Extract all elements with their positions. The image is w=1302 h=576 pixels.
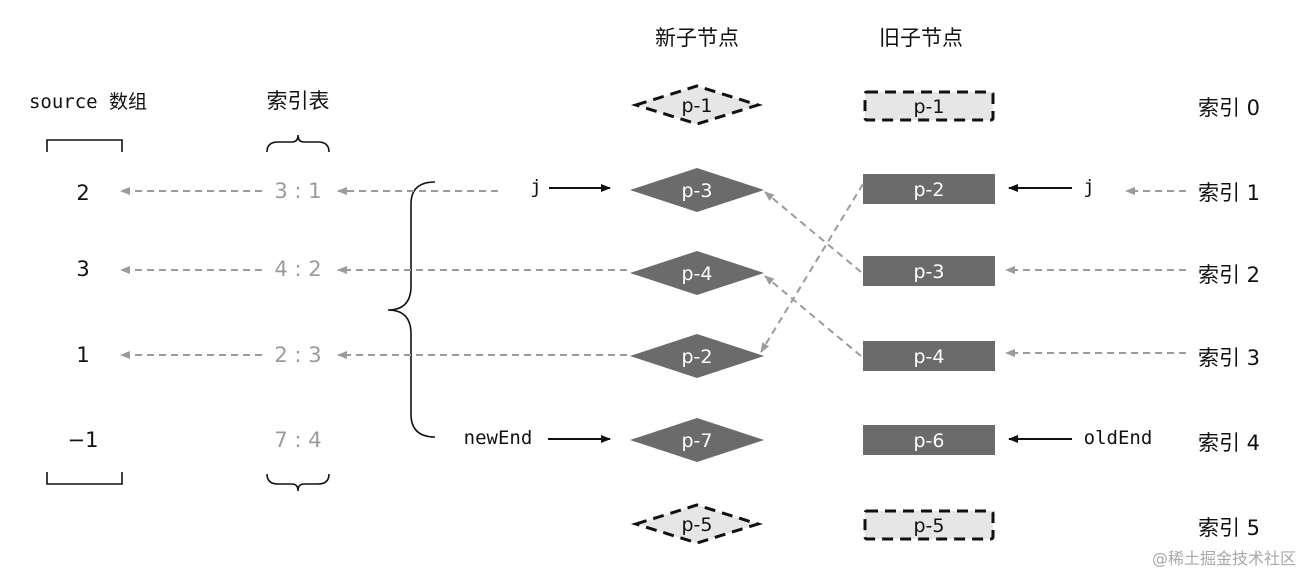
- arrow-old-p4-to-new-p4: [764, 275, 862, 357]
- new-node-p1: p-1: [630, 84, 764, 126]
- key-index-entry: 4 : 2: [274, 257, 321, 281]
- old-node-p2: p-2: [863, 174, 995, 204]
- old-node-label: p-3: [913, 261, 944, 283]
- index-label: 索引 3: [1198, 346, 1260, 370]
- source-array-bracket: [46, 139, 123, 485]
- header-source-array-text: source 数组: [29, 91, 147, 113]
- old-node-label: p-5: [913, 515, 944, 537]
- header-source-array: source 数组: [29, 91, 147, 113]
- source-value: 1: [76, 343, 89, 367]
- header-key-index: 索引表: [267, 89, 330, 113]
- old-node-p4: p-4: [863, 341, 995, 371]
- new-node-label: p-2: [681, 346, 712, 368]
- index-label: 索引 1: [1198, 181, 1260, 205]
- old-node-p1: p-1: [863, 90, 995, 122]
- index-label: 索引 4: [1198, 431, 1260, 455]
- source-value: 2: [76, 181, 89, 205]
- header-new-children: 新子节点: [655, 26, 739, 50]
- old-node-label: p-4: [913, 346, 944, 368]
- new-node-label: p-5: [681, 514, 712, 536]
- arrow-old-p2-to-new-p2: [760, 183, 864, 353]
- index-label: 索引 2: [1198, 263, 1260, 287]
- arrow-old-p3-to-new-p3: [764, 191, 862, 273]
- new-node-label: p-1: [681, 95, 712, 117]
- source-value: −1: [68, 428, 99, 452]
- old-node-label: p-1: [913, 96, 944, 118]
- old-node-label: p-6: [913, 430, 944, 452]
- index-label: 索引 5: [1198, 516, 1260, 540]
- index-label: 索引 0: [1198, 96, 1260, 120]
- pointer-j-old: j: [1083, 176, 1094, 198]
- key-index-entry: 2 : 3: [274, 343, 321, 367]
- old-node-p6: p-6: [863, 425, 995, 455]
- pointer-j-new: j: [530, 176, 541, 198]
- new-node-p3: p-3: [630, 168, 764, 212]
- new-node-p7: p-7: [630, 418, 764, 462]
- key-index-entry: 7 : 4: [274, 428, 321, 452]
- header-old-children: 旧子节点: [879, 26, 963, 50]
- new-node-p4: p-4: [630, 251, 764, 295]
- new-node-label: p-7: [681, 430, 712, 452]
- source-value: 3: [76, 257, 89, 281]
- key-index-entry: 3 : 1: [274, 179, 321, 203]
- new-node-p5: p-5: [630, 503, 764, 545]
- pointer-old-end: oldEnd: [1084, 427, 1153, 449]
- new-node-label: p-3: [681, 180, 712, 202]
- pointer-new-end: newEnd: [464, 427, 533, 449]
- old-node-label: p-2: [913, 179, 944, 201]
- key-index-brace: [266, 134, 330, 492]
- watermark: @稀土掘金技术社区: [1152, 549, 1296, 568]
- old-node-p5: p-5: [863, 509, 995, 541]
- range-brace: [387, 181, 436, 438]
- new-node-p2: p-2: [630, 334, 764, 378]
- new-node-label: p-4: [681, 263, 712, 285]
- old-node-p3: p-3: [863, 256, 995, 286]
